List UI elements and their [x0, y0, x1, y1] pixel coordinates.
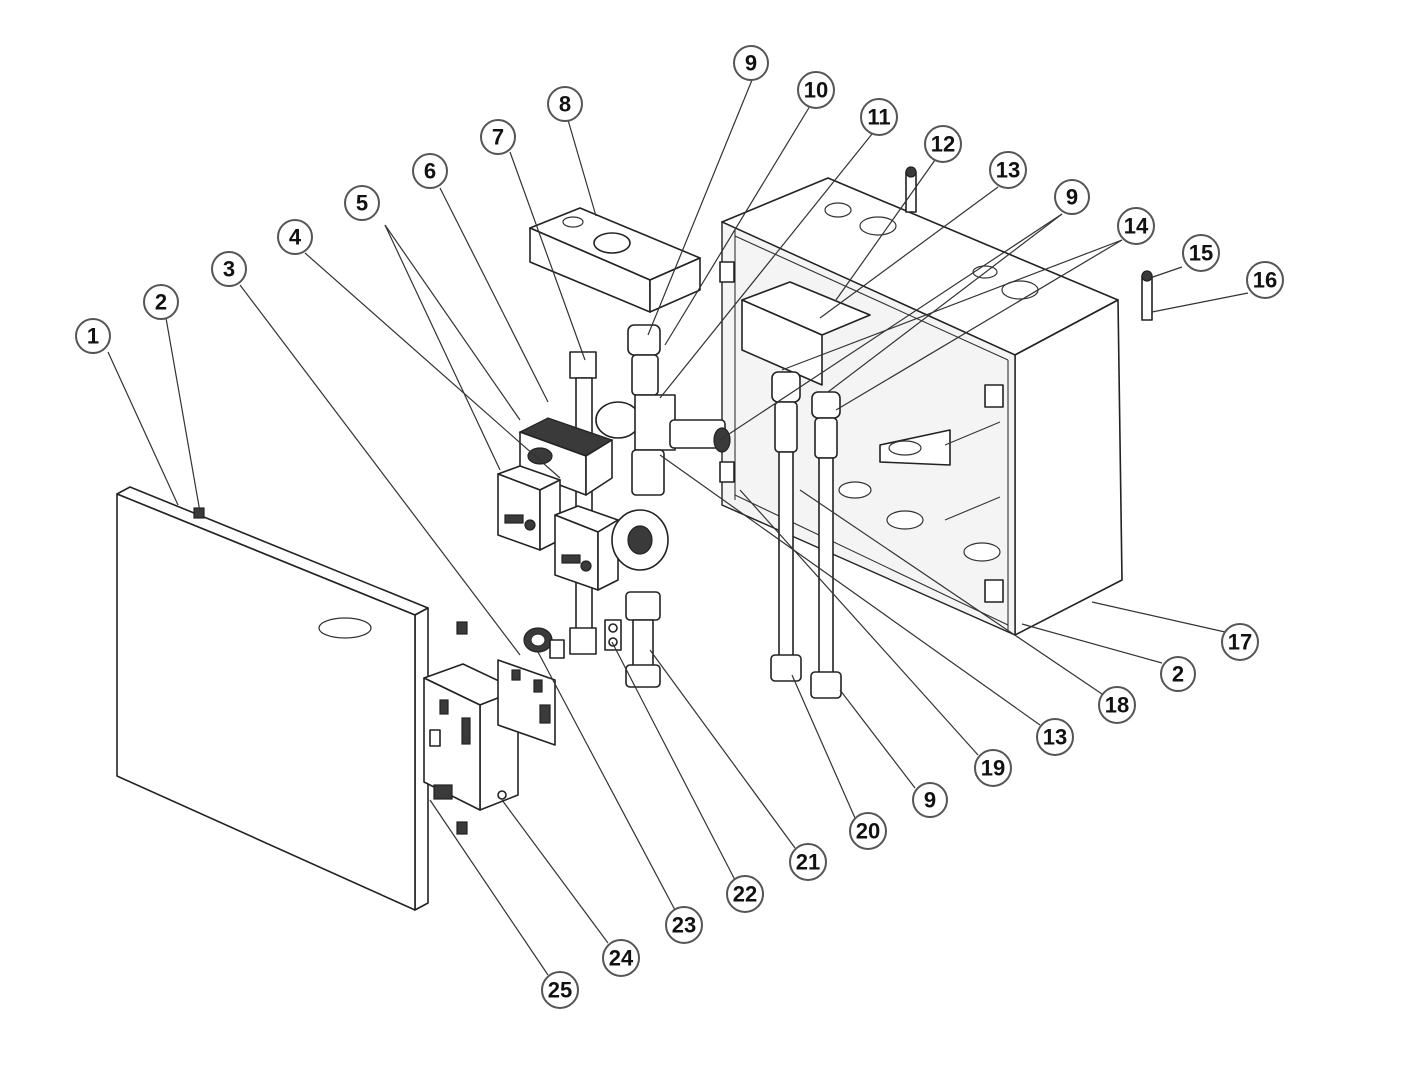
svg-text:6: 6: [424, 159, 436, 184]
svg-text:3: 3: [223, 257, 235, 282]
callout-21: 21: [789, 843, 827, 881]
callout-9: 9: [733, 45, 769, 81]
svg-text:25: 25: [548, 978, 572, 1003]
callout-22: 22: [726, 875, 764, 913]
control-box: [423, 663, 519, 811]
svg-text:4: 4: [289, 225, 302, 250]
callout-6: 6: [412, 153, 448, 189]
svg-text:21: 21: [796, 850, 820, 875]
circulation-pump-left: [497, 465, 561, 551]
callout-2: 2: [1160, 656, 1196, 692]
svg-text:22: 22: [733, 882, 757, 907]
callout-8: 8: [547, 86, 583, 122]
cover-screw: [456, 621, 468, 835]
svg-text:18: 18: [1105, 693, 1129, 718]
callout-15: 15: [1182, 234, 1220, 272]
svg-text:15: 15: [1189, 241, 1213, 266]
fitting-22: [604, 619, 622, 651]
manifold-valve: [595, 324, 731, 496]
callout-11: 11: [860, 98, 898, 136]
svg-text:7: 7: [492, 125, 504, 150]
callout-5: 5: [344, 185, 380, 221]
svg-text:24: 24: [609, 946, 634, 971]
svg-text:16: 16: [1253, 268, 1277, 293]
svg-text:20: 20: [856, 819, 880, 844]
svg-text:19: 19: [981, 756, 1005, 781]
callout-1: 1: [75, 318, 111, 354]
callout-24: 24: [602, 939, 640, 977]
callout-9: 9: [912, 782, 948, 818]
temperature-sensor: [523, 627, 565, 659]
cabinet-housing: [719, 177, 1123, 637]
svg-text:23: 23: [672, 913, 696, 938]
pipe-left-vertical: [569, 351, 597, 655]
front-cover-panel: [116, 486, 429, 911]
svg-text:10: 10: [804, 78, 828, 103]
svg-text:2: 2: [1172, 662, 1184, 687]
svg-text:14: 14: [1124, 214, 1149, 239]
pipe-tall-9: [810, 391, 842, 699]
svg-text:12: 12: [931, 132, 955, 157]
svg-text:2: 2: [155, 290, 167, 315]
leader-lines: [107, 79, 1249, 976]
mounting-clip-12: [905, 166, 917, 213]
callout-10: 10: [797, 71, 835, 109]
callout-9: 9: [1054, 179, 1090, 215]
svg-text:9: 9: [745, 51, 757, 76]
callout-19: 19: [974, 749, 1012, 787]
callout-4: 4: [277, 219, 313, 255]
callout-14: 14: [1117, 207, 1155, 245]
mounting-clip-15: [1141, 270, 1153, 321]
svg-text:1: 1: [87, 324, 99, 349]
callout-2: 2: [143, 284, 179, 320]
callout-13: 13: [989, 151, 1027, 189]
callout-23: 23: [665, 906, 703, 944]
callout-16: 16: [1246, 261, 1284, 299]
pipe-tall-20: [770, 371, 802, 682]
svg-text:9: 9: [924, 788, 936, 813]
svg-text:17: 17: [1228, 630, 1252, 655]
header-tank: [529, 207, 701, 313]
callout-12: 12: [924, 125, 962, 163]
svg-text:5: 5: [356, 191, 368, 216]
callout-3: 3: [211, 251, 247, 287]
callout-13: 13: [1036, 718, 1074, 756]
valve-actuator: [518, 417, 614, 496]
callout-20: 20: [849, 812, 887, 850]
svg-text:8: 8: [559, 92, 571, 117]
callout-17: 17: [1221, 623, 1259, 661]
callout-18: 18: [1098, 686, 1136, 724]
svg-text:9: 9: [1066, 185, 1078, 210]
callout-7: 7: [480, 119, 516, 155]
pipe-short-21: [625, 591, 661, 688]
svg-text:13: 13: [1043, 725, 1067, 750]
circulation-pump-right: [554, 505, 669, 591]
svg-text:11: 11: [867, 105, 890, 130]
control-board: [497, 659, 556, 746]
callout-25: 25: [541, 971, 579, 1009]
svg-text:13: 13: [996, 158, 1020, 183]
